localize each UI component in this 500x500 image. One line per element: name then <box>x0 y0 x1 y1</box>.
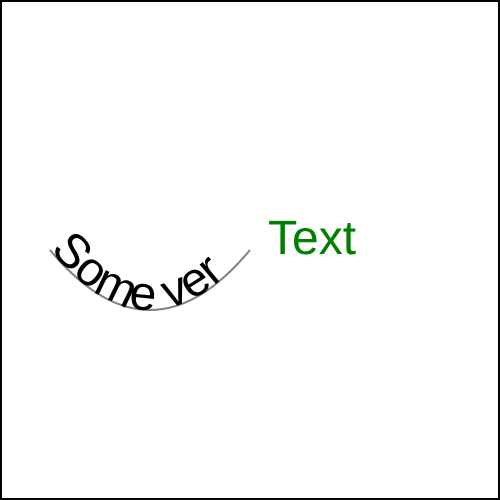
curve-guide <box>49 249 251 311</box>
curved-text-path: Some ver <box>42 222 233 322</box>
plain-text: Text <box>268 212 356 265</box>
curved-text: Some ver <box>42 222 233 322</box>
